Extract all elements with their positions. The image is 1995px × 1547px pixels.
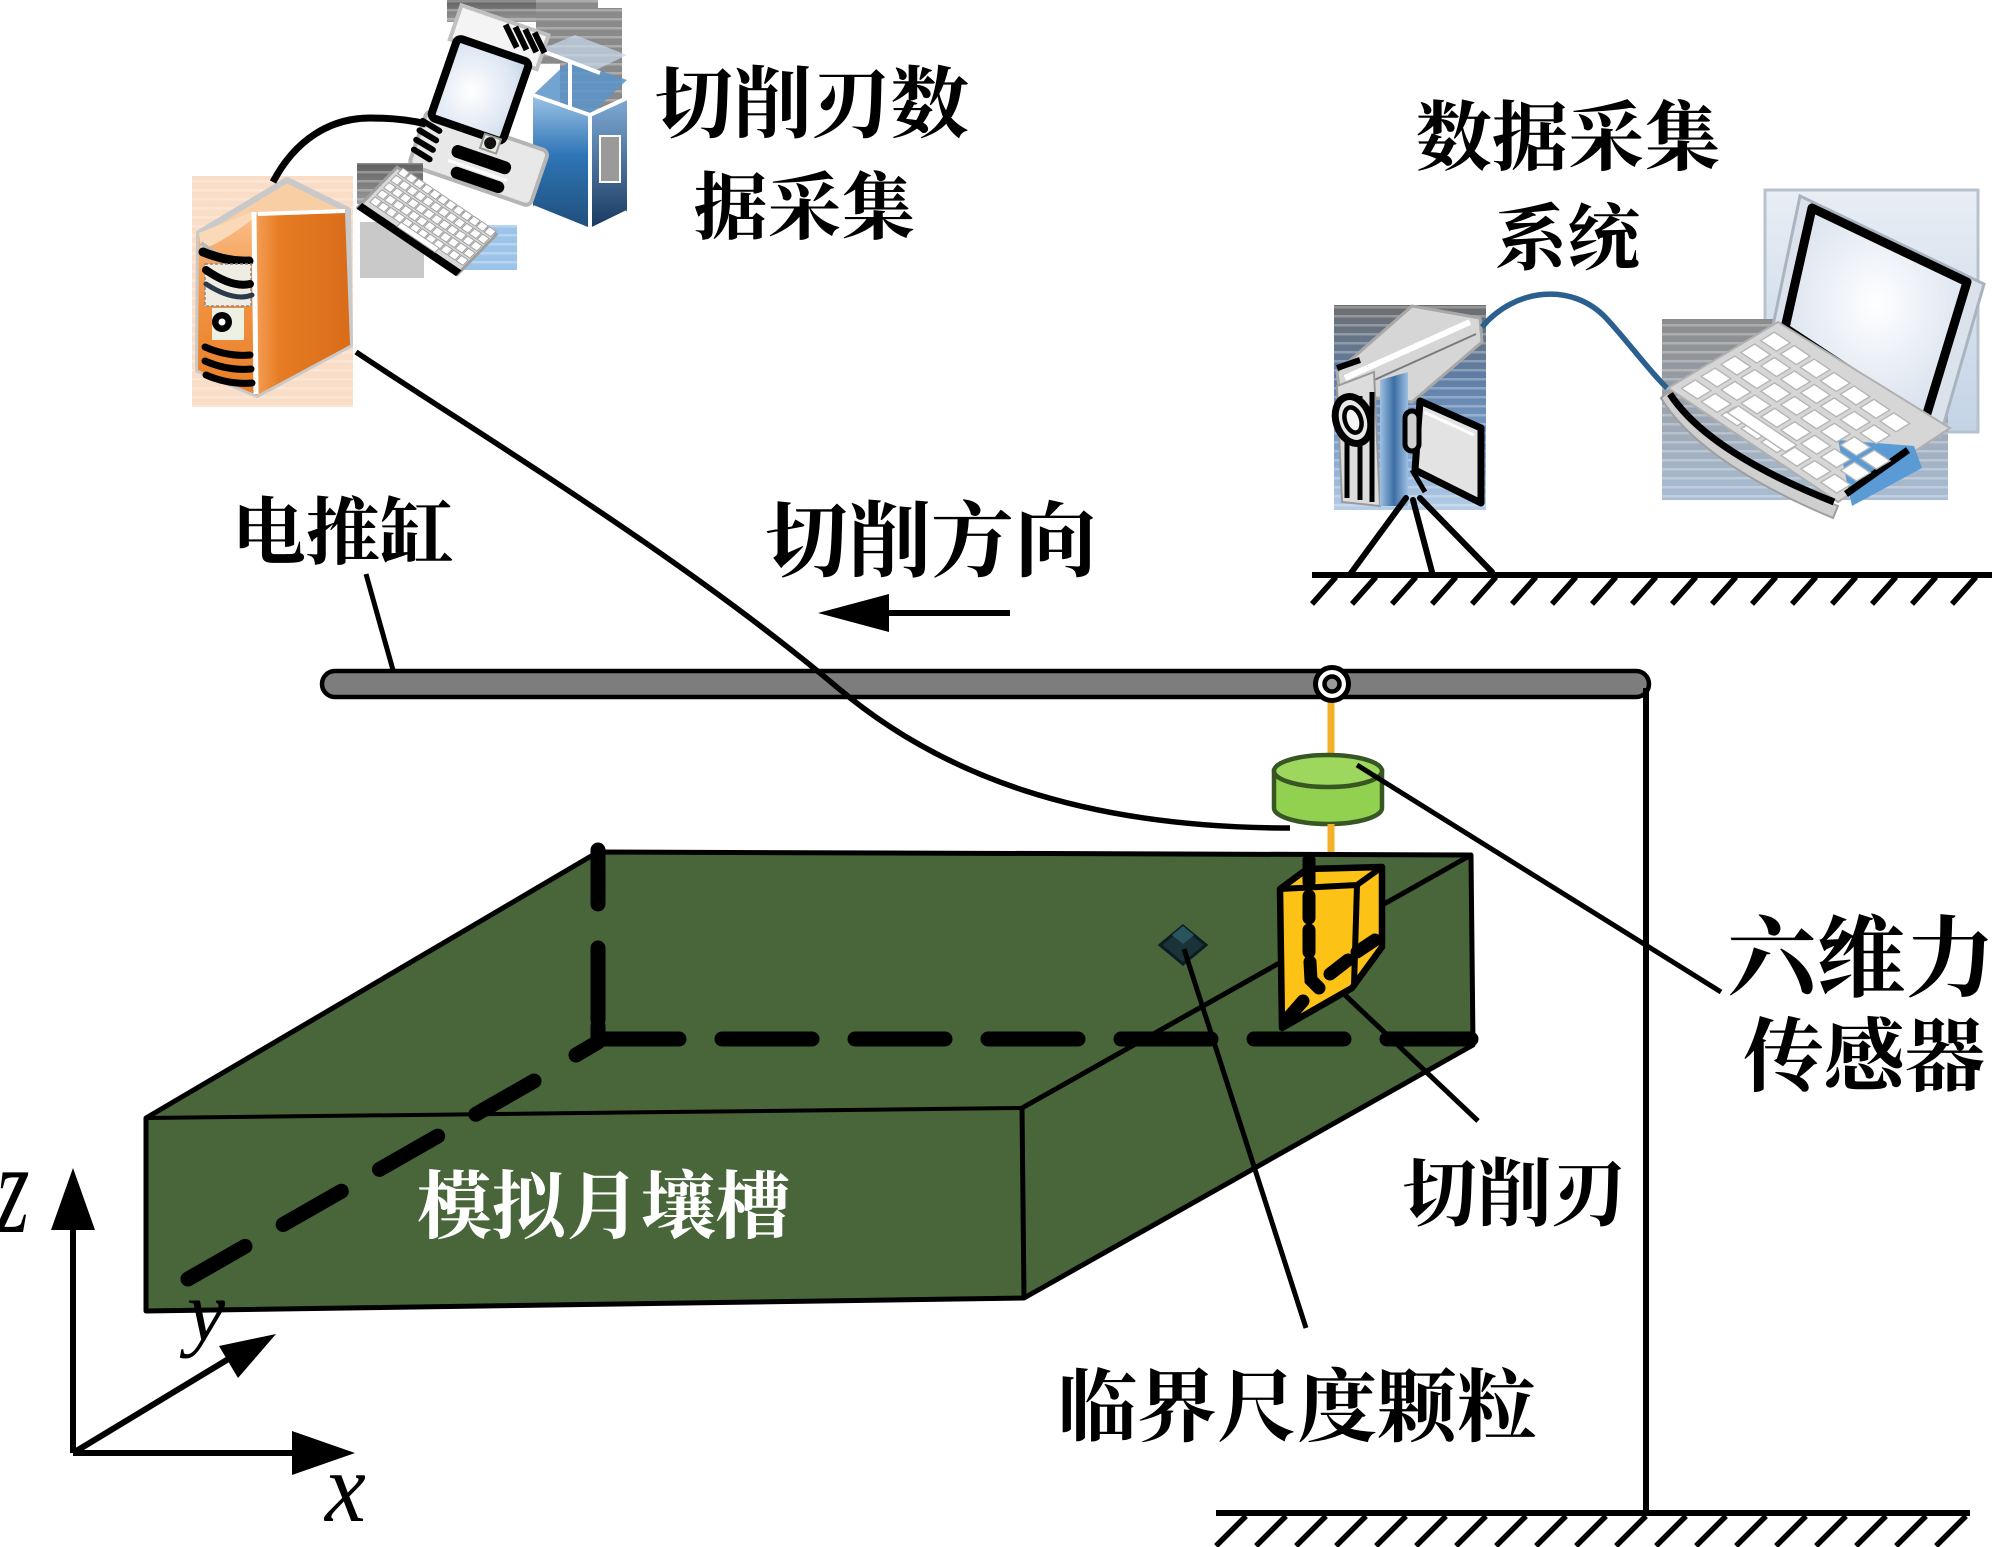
svg-text:y: y [179,1263,226,1359]
svg-text:z: z [0,1116,29,1260]
svg-text:x: x [323,1431,366,1542]
